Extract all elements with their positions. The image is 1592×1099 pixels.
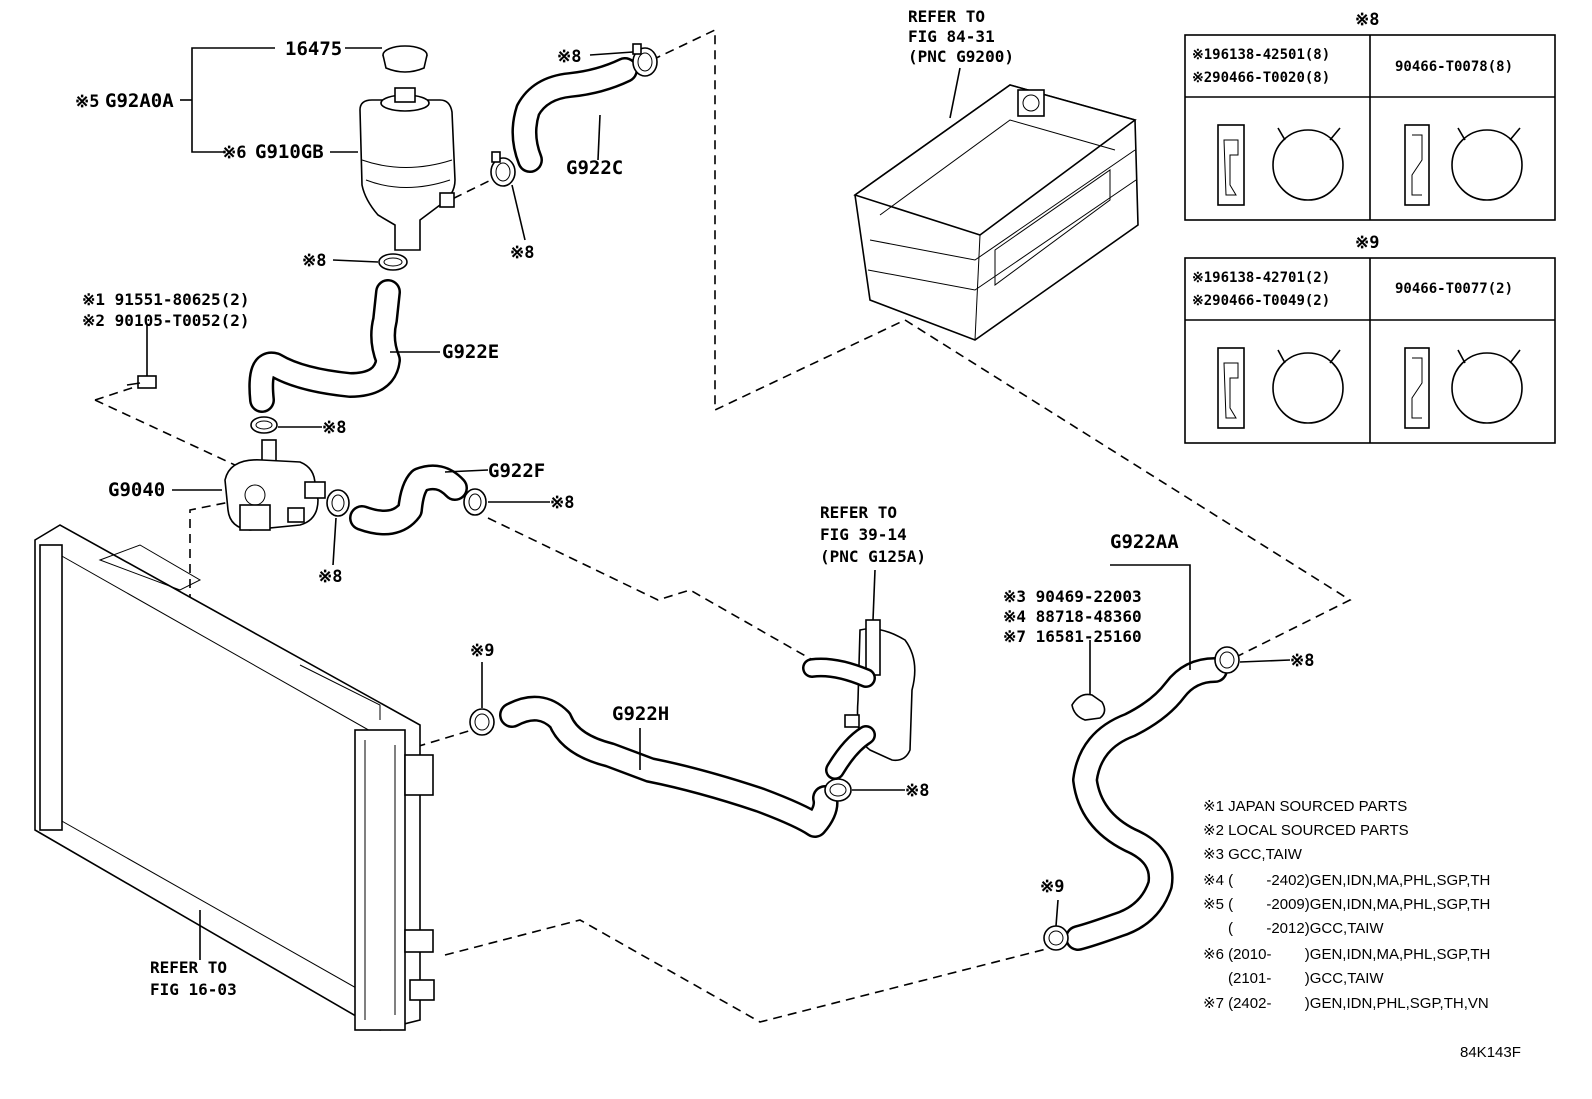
water-pump[interactable]	[224, 439, 326, 531]
label-g922c: G922C	[566, 157, 623, 179]
leader-reservoir	[180, 47, 382, 263]
leader-g922c	[597, 114, 601, 161]
clamp-g922e-bottom[interactable]	[250, 416, 278, 434]
oil-cooler[interactable]	[802, 619, 916, 780]
clamp-g922aa-bottom[interactable]	[1043, 925, 1069, 951]
note-6: ※6 (2010- )GEN,IDN,MA,PHL,SGP,TH	[1203, 946, 1490, 963]
label-g922e: G922E	[442, 341, 499, 363]
label-clamp9-radiator: ※9	[470, 641, 494, 661]
note-6b: (2101- )GCC,TAIW	[1203, 970, 1384, 987]
ref-inverter-line2: FIG 84-31	[908, 27, 995, 46]
clamp-g922c-top[interactable]	[632, 43, 658, 77]
label-g910gb: G910GB	[255, 141, 324, 163]
clamp9-type1-icon	[1217, 347, 1344, 429]
note-2: ※2 LOCAL SOURCED PARTS	[1203, 822, 1409, 839]
clamp-g922f-pump[interactable]	[326, 489, 350, 517]
clamp-table-8-left1: ※196138-42501(8)	[1192, 47, 1330, 63]
note-1: ※1 JAPAN SOURCED PARTS	[1203, 798, 1407, 815]
leader-clamp-g922c-top	[589, 51, 634, 56]
hose-clip[interactable]	[1071, 693, 1106, 721]
clamp-table-8-title: ※8	[1355, 10, 1379, 30]
label-g910gb-note: ※6	[222, 143, 246, 163]
note-3: ※3 GCC,TAIW	[1203, 846, 1303, 863]
label-clamp8-cooler: ※8	[905, 781, 929, 801]
leader-g922f	[444, 469, 489, 473]
notes-block: ※1 JAPAN SOURCED PARTS ※2 LOCAL SOURCED …	[1203, 798, 1490, 1012]
leader-clamp-g922c-bottom	[511, 184, 526, 241]
leader-clamp9-g922aa	[1055, 899, 1059, 927]
clamp-table-9-left1: ※196138-42701(2)	[1192, 270, 1330, 286]
reservoir-tank[interactable]	[359, 87, 456, 251]
reservoir-cap[interactable]	[382, 45, 428, 73]
label-g922f: G922F	[488, 460, 545, 482]
g922aa-part-line3: ※7 16581-25160	[1003, 627, 1142, 646]
hose-g922h[interactable]	[499, 695, 839, 838]
clamp-g922c-bottom[interactable]	[490, 151, 516, 187]
radiator[interactable]	[34, 524, 435, 1031]
label-g9040: G9040	[108, 479, 165, 501]
label-16475: 16475	[285, 38, 342, 60]
clamp9-type2-icon	[1404, 347, 1523, 429]
label-clamp8-g922aa: ※8	[1290, 651, 1314, 671]
label-clamp8-g922c-top: ※8	[557, 47, 581, 67]
note-5b: ( -2012)GCC,TAIW	[1203, 920, 1384, 937]
label-g922aa: G922AA	[1110, 531, 1179, 553]
clamp-table-9-title: ※9	[1355, 233, 1379, 253]
clamp-table-8-right: 90466-T0078(8)	[1395, 59, 1513, 75]
ref-cooler-line3: (PNC G125A)	[820, 547, 926, 566]
clamp-g922aa-top[interactable]	[1214, 646, 1240, 674]
inverter[interactable]	[853, 84, 1139, 341]
clamp-g922f-end[interactable]	[463, 488, 487, 516]
note-4: ※4 ( -2402)GEN,IDN,MA,PHL,SGP,TH	[1203, 872, 1490, 889]
leader-clamp8-g922aa	[1239, 659, 1291, 663]
leader-clamp-pump	[332, 517, 337, 566]
g922aa-part-line2: ※4 88718-48360	[1003, 607, 1142, 626]
label-clamp8-pump: ※8	[318, 567, 342, 587]
leader-cooler-ref	[872, 569, 876, 621]
leader-g922aa	[1110, 564, 1191, 670]
bolt-line1: ※1 91551-80625(2)	[82, 290, 250, 309]
g922aa-part-line1: ※3 90469-22003	[1003, 587, 1142, 606]
label-clamp8-reservoir: ※8	[302, 251, 326, 271]
clamp-table-8	[1184, 34, 1556, 221]
ref-cooler-line1: REFER TO	[820, 503, 897, 522]
ref-cooler-line2: FIG 39-14	[820, 525, 907, 544]
bolt-line2: ※2 90105-T0052(2)	[82, 311, 250, 330]
clamp-table-8-left2: ※290466-T0020(8)	[1192, 70, 1330, 86]
clamp-table-9-left2: ※290466-T0049(2)	[1192, 293, 1330, 309]
label-clamp8-g922c-bottom: ※8	[510, 243, 534, 263]
clamp-reservoir-bottom[interactable]	[378, 253, 408, 271]
hose-g922e[interactable]	[248, 279, 401, 413]
hose-g922c[interactable]	[511, 57, 638, 173]
note-5: ※5 ( -2009)GEN,IDN,MA,PHL,SGP,TH	[1203, 896, 1490, 913]
hose-g922f[interactable]	[349, 464, 468, 536]
ref-inverter-line3: (PNC G9200)	[908, 47, 1014, 66]
label-g92a0a-note: ※5	[75, 92, 99, 112]
clamp-g922h-cooler[interactable]	[824, 778, 852, 802]
figure-id: 84K143F	[1460, 1044, 1521, 1061]
leader-inverter-ref	[949, 67, 961, 119]
clamp-g922h-radiator[interactable]	[469, 708, 495, 736]
label-clamp8-g922e: ※8	[322, 418, 346, 438]
clamp8-type1-icon	[1217, 124, 1344, 206]
ref-radiator-line2: FIG 16-03	[150, 980, 237, 999]
clamp8-type2-icon	[1404, 124, 1523, 206]
bolt[interactable]	[126, 375, 157, 389]
note-7: ※7 (2402- )GEN,IDN,PHL,SGP,TH,VN	[1203, 995, 1489, 1012]
ref-inverter-line1: REFER TO	[908, 7, 985, 26]
label-g922h: G922H	[612, 703, 669, 725]
ref-radiator-line1: REFER TO	[150, 958, 227, 977]
label-g92a0a: G92A0A	[105, 90, 174, 112]
hose-g922aa[interactable]	[1065, 657, 1228, 951]
label-clamp8-g922f: ※8	[550, 493, 574, 513]
label-clamp9-g922aa: ※9	[1040, 877, 1064, 897]
clamp-table-9-right: 90466-T0077(2)	[1395, 281, 1513, 297]
clamp-table-9	[1184, 257, 1556, 444]
